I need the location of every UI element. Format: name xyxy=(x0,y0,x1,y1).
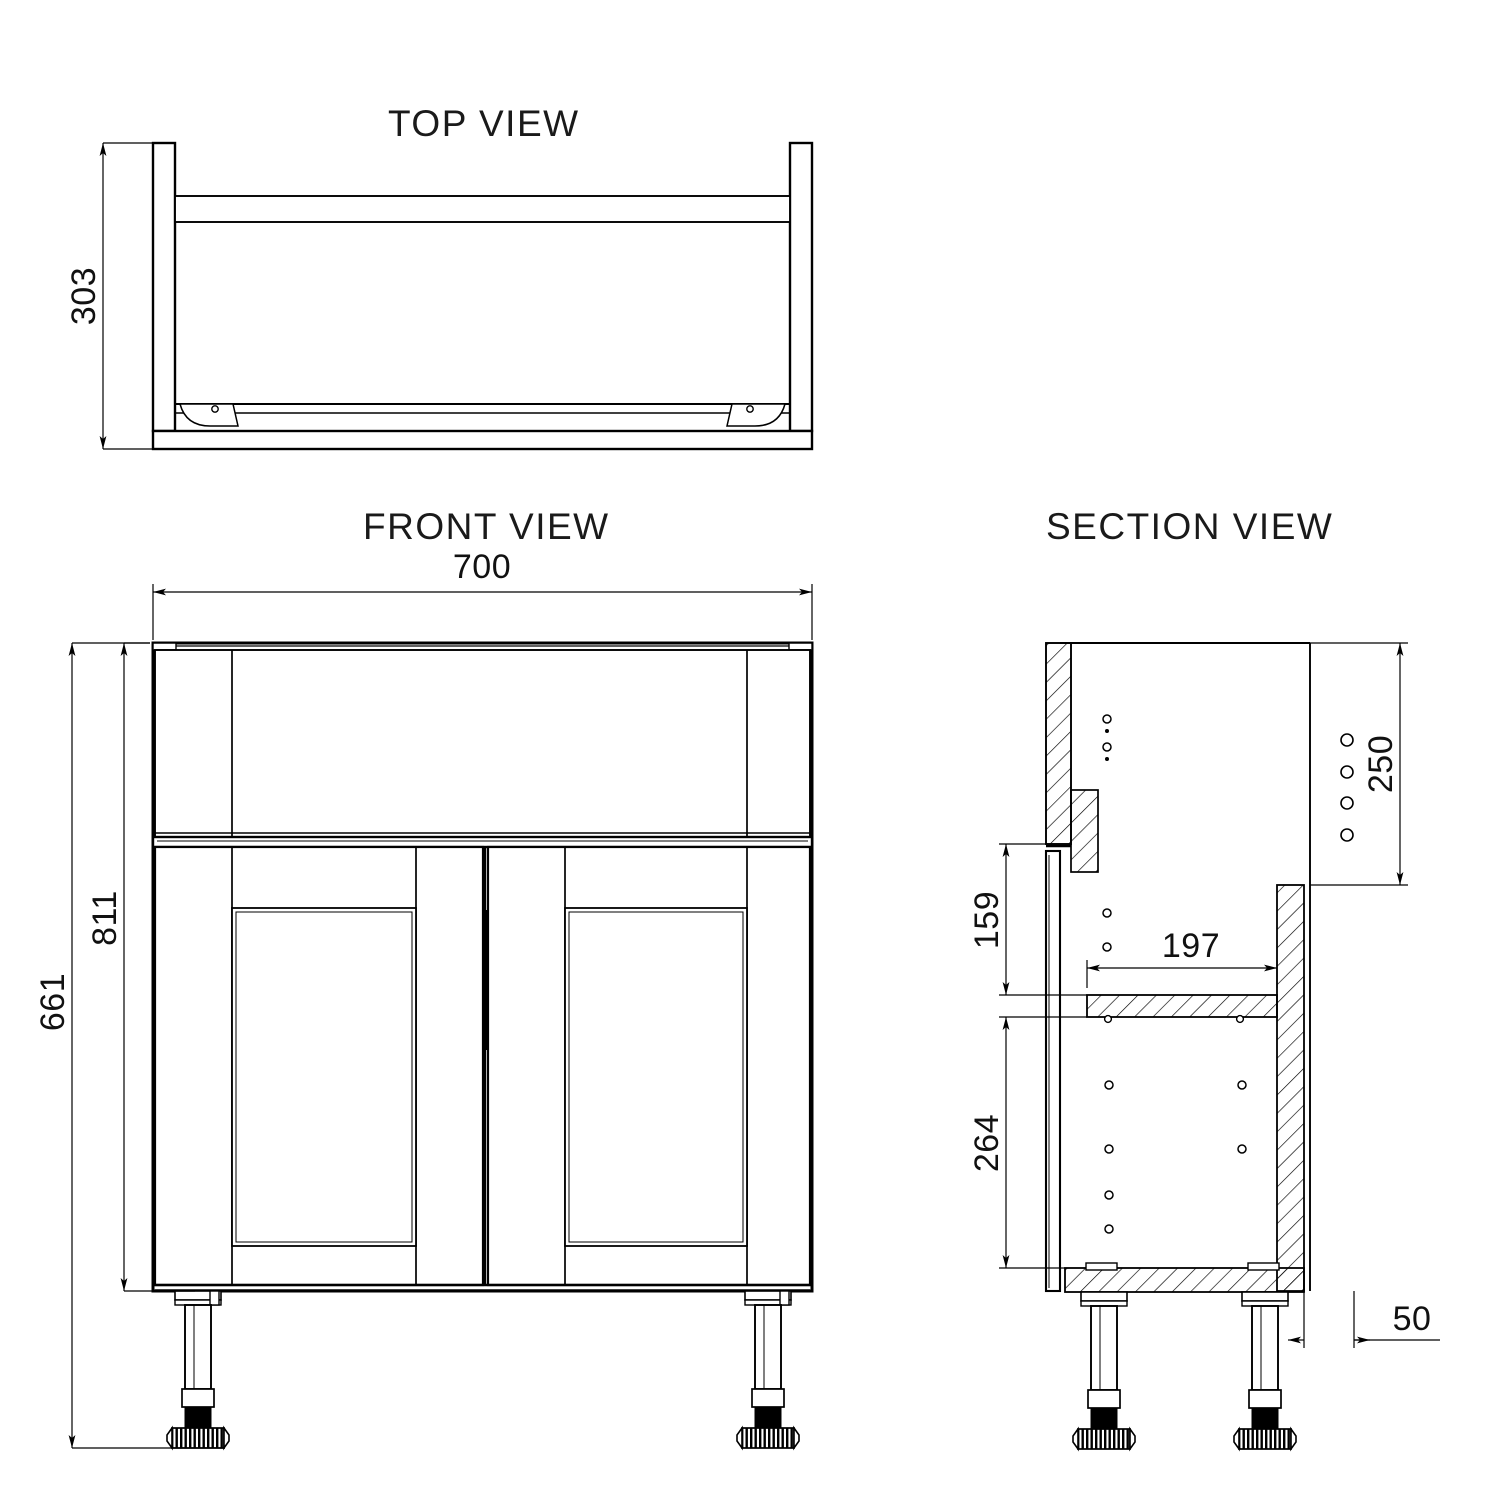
top-view-geometry xyxy=(151,141,814,451)
top-view-title: TOP VIEW xyxy=(388,103,580,144)
dimension-250 xyxy=(1310,642,1408,886)
dimension-159-label: 159 xyxy=(968,891,1006,949)
dimension-661-label: 811 xyxy=(86,890,124,946)
dimension-264-label: 264 xyxy=(968,1114,1006,1172)
dimension-197-label: 197 xyxy=(1162,927,1220,965)
dimension-700 xyxy=(152,584,813,640)
dimension-159 xyxy=(999,843,1087,996)
dimension-811-label: 661 xyxy=(34,973,72,1031)
front-view-title: FRONT VIEW xyxy=(363,506,610,547)
dimension-303 xyxy=(99,142,175,450)
dimension-700-label: 700 xyxy=(453,548,511,586)
front-view-geometry xyxy=(151,641,814,1449)
dimension-250-label: 250 xyxy=(1362,735,1400,793)
section-view-title: SECTION VIEW xyxy=(1046,506,1334,547)
dimension-264 xyxy=(999,1016,1087,1269)
dimension-661 xyxy=(120,642,195,1292)
section-view-geometry xyxy=(1044,642,1354,1450)
dimension-197 xyxy=(1086,960,1278,988)
dimension-50 xyxy=(1288,1291,1440,1348)
dimension-303-label: 303 xyxy=(65,267,103,325)
dimension-50-label: 50 xyxy=(1393,1300,1432,1338)
